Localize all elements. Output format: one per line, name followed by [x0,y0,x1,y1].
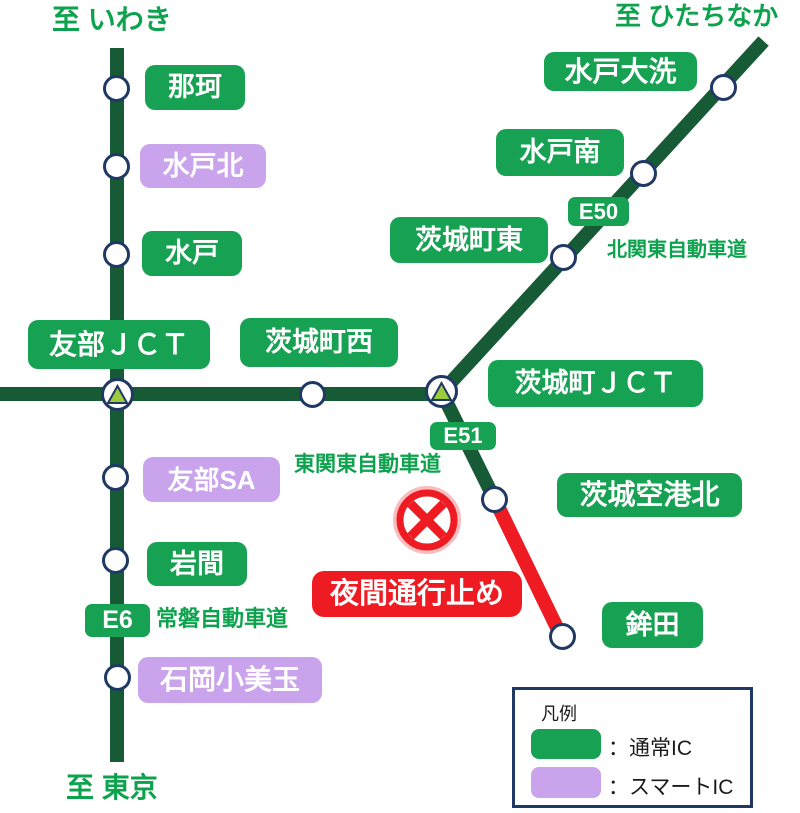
ic-label-hokota: 鉾田 [602,602,703,648]
node-mito-minami [630,160,657,187]
node-ishioka-omitama [104,664,131,691]
legend-box: 凡例 ：通常IC ：スマートIC [512,687,753,808]
node-mito [103,241,130,268]
node-ibarakimachi-nishi [299,381,326,408]
road-name-higashikanto: 東関東自動車道 [294,453,441,476]
legend-title: 凡例 [541,704,577,724]
ic-label-iwama: 岩間 [147,542,247,586]
ic-label-mito-minami: 水戸南 [496,129,624,176]
ic-label-ibarakimachi-jct: 茨城町ＪＣＴ [488,360,703,407]
road-name-kitakanto: 北関東自動車道 [607,239,747,261]
route-badge-e50: E50 [568,197,629,226]
endpoint-tokyo: 至 東京 [66,772,158,803]
route-badge-e51: E51 [430,422,496,450]
node-tomobe-jct [101,378,134,411]
legend-label-normal-ic: ：通常IC [608,737,692,760]
node-ibarakimachi-higashi [550,244,577,271]
ic-label-naka: 那珂 [145,65,245,110]
legend-label-smart-ic: ：スマートIC [608,776,734,799]
node-iwama [102,547,129,574]
legend-swatch-smart-ic [531,767,601,798]
node-naka [103,75,130,102]
endpoint-iwaki: 至 いわき [52,4,172,35]
jct-triangle-icon [430,381,453,401]
node-ibarakimachi-jct [425,375,458,408]
ic-label-ibarakimachi-nishi: 茨城町西 [240,318,398,367]
closure-label: 夜間通行止め [312,571,522,617]
node-mito-kita [103,153,130,180]
endpoint-hitachinaka: 至 ひたちなか [615,1,779,31]
ic-label-mito-kita: 水戸北 [140,144,266,188]
node-mito-oarai [710,74,737,101]
ic-label-ibarakimachi-higashi: 茨城町東 [390,217,548,263]
ic-label-tomobe-jct: 友部ＪＣＴ [28,320,210,369]
jct-triangle-icon [106,384,129,404]
legend-swatch-normal-ic [531,729,601,759]
node-ibaraki-kuko-kita [481,486,508,513]
route-badge-e6: E6 [85,604,150,637]
node-hokota [549,623,576,650]
ic-label-ibaraki-kuko-kita: 茨城空港北 [557,473,742,517]
node-tomobe-sa [102,464,129,491]
ic-label-mito-oarai: 水戸大洗 [544,52,697,91]
road-kitakanto-west-segment [0,387,450,401]
ic-label-ishioka-omitama: 石岡小美玉 [138,657,322,703]
ic-label-mito: 水戸 [142,231,242,276]
ic-label-tomobe-sa: 友部SA [143,457,280,502]
road-closed-icon [393,486,461,554]
road-name-joban: 常磐自動車道 [156,606,289,631]
